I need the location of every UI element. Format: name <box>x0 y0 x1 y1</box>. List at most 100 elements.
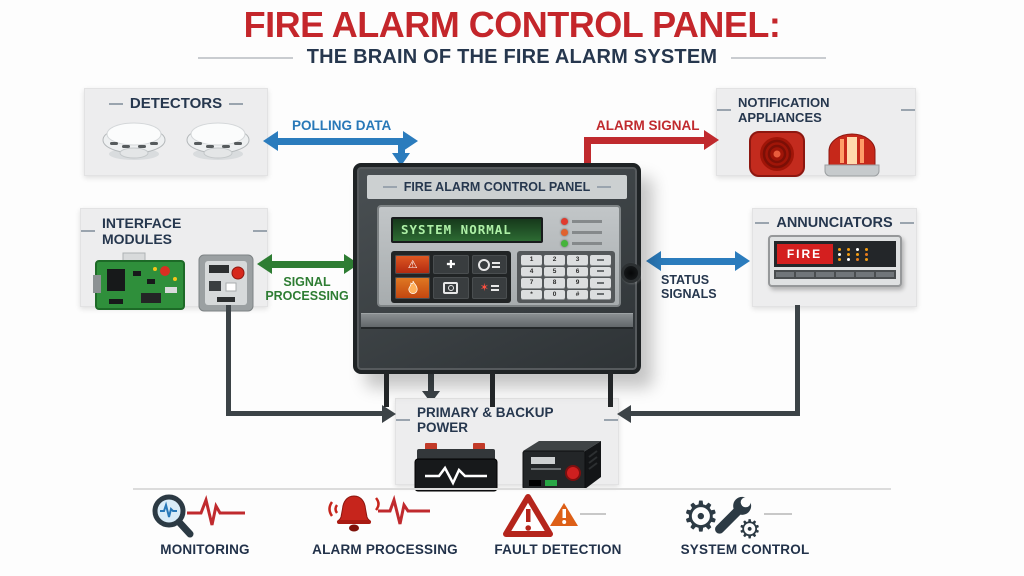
battery-icon <box>414 443 498 492</box>
key-fn1 <box>590 255 611 265</box>
page-subtitle-text: THE BRAIN OF THE FIRE ALARM SYSTEM <box>306 46 718 68</box>
panel-leg <box>490 371 495 407</box>
alarm-arrow-riser <box>584 140 591 164</box>
key-star: * <box>521 289 542 299</box>
footer-system-control: ⚙ ⚙ SYSTEM CONTROL <box>660 492 830 557</box>
subtitle-rule-right <box>731 56 827 59</box>
polling-data-label: POLLING DATA <box>292 118 392 133</box>
key-5: 5 <box>544 266 565 276</box>
led-red <box>561 218 568 225</box>
led-label-bar <box>572 242 602 245</box>
connector-panel-down <box>428 374 434 392</box>
medical-button: ✚ <box>433 255 469 274</box>
magnifier-pulse-icon <box>152 494 245 538</box>
star-icon: ✶ <box>479 281 489 294</box>
interface-modules-icons <box>81 251 267 313</box>
key-8: 8 <box>544 278 565 288</box>
notification-appliances-title: NOTIFICATION APPLIANCES <box>717 95 915 125</box>
polling-arrow-shaft <box>278 138 404 145</box>
footer-monitoring-label: MONITORING <box>160 542 250 557</box>
key-fn2 <box>590 266 611 276</box>
power-icons <box>396 437 618 493</box>
annunciators-box: ANNUNCIATORS FIRE <box>752 208 917 307</box>
subtitle-rule-left <box>197 56 293 59</box>
smoke-detector-icon <box>186 122 250 160</box>
horn-icon <box>749 131 805 177</box>
power-supply-icon <box>522 441 601 490</box>
key-6: 6 <box>567 266 588 276</box>
alarm-signal-label: ALARM SIGNAL <box>596 118 700 133</box>
numeric-keypad: 1 2 3 4 5 6 7 8 9 * 0 # <box>517 251 615 303</box>
page-subtitle: THE BRAIN OF THE FIRE ALARM SYSTEM <box>0 46 1024 69</box>
key-9: 9 <box>567 278 588 288</box>
signal-processing-line1: SIGNAL <box>283 275 331 289</box>
footer-monitoring: MONITORING <box>120 492 290 557</box>
key-fn4 <box>590 289 611 299</box>
strobe-light-icon <box>824 133 880 177</box>
fire-button <box>395 277 431 299</box>
camera-button <box>433 277 469 299</box>
bulb-icon <box>478 258 491 271</box>
status-arrow-shaft <box>661 258 735 265</box>
annunciator-buttons <box>773 270 896 279</box>
notification-appliances-icons <box>717 129 915 179</box>
arrowhead-into-power-right <box>617 405 631 423</box>
key-0: 0 <box>544 289 565 299</box>
fire-display: FIRE <box>776 244 833 264</box>
status-arrowhead-left <box>646 251 661 271</box>
svg-text:⚙: ⚙ <box>682 492 720 540</box>
led-label-bar <box>572 220 602 223</box>
connector-left-horizontal <box>226 411 386 416</box>
annunciators-title: ANNUNCIATORS <box>753 215 916 231</box>
bell-pulse-icon <box>328 494 430 532</box>
key-2: 2 <box>544 255 565 265</box>
polling-arrowhead-left <box>263 131 278 151</box>
status-leds <box>561 218 602 251</box>
interface-modules-title: INTERFACE MODULES <box>81 215 267 247</box>
flame-icon <box>408 280 418 294</box>
polling-arrow-drop <box>398 142 405 154</box>
lcd-display: SYSTEM NORMAL <box>391 217 543 243</box>
strobe-button: ✶ <box>471 277 507 299</box>
power-box: PRIMARY & BACKUP POWER <box>395 398 619 492</box>
signal-arrow-shaft <box>272 261 344 268</box>
gears-wrench-icon: ⚙ ⚙ <box>682 492 792 540</box>
connector-right-vertical <box>795 305 800 415</box>
smoke-detector-icon <box>102 122 166 160</box>
detectors-title: DETECTORS <box>85 95 267 112</box>
footer-fault-detection: FAULT DETECTION <box>473 492 643 557</box>
alarm-arrow-shaft <box>584 137 705 144</box>
status-arrowhead-right <box>735 251 750 271</box>
lamp-test-button <box>471 255 507 274</box>
panel-header: FIRE ALARM CONTROL PANEL <box>367 175 627 199</box>
connector-right-horizontal <box>630 411 800 416</box>
panel-header-title: FIRE ALARM CONTROL PANEL <box>383 180 612 194</box>
annunciator-device: FIRE <box>753 235 916 287</box>
camera-icon <box>443 282 459 294</box>
footer-separator <box>133 488 891 490</box>
status-signals-line2: SIGNALS <box>661 287 717 301</box>
signal-arrowhead-left <box>257 254 272 274</box>
power-title: PRIMARY & BACKUP POWER <box>396 405 618 435</box>
key-7: 7 <box>521 278 542 288</box>
footer-alarm-processing: ALARM PROCESSING <box>300 492 470 557</box>
warning-button: ⚠ <box>395 255 431 274</box>
key-4: 4 <box>521 266 542 276</box>
interface-modules-box: INTERFACE MODULES <box>80 208 268 312</box>
arrowhead-into-power-left <box>382 405 396 423</box>
circuit-board-icon <box>93 252 185 310</box>
status-signals-label: STATUS SIGNALS <box>661 273 761 301</box>
function-buttons: ⚠ ✚ ✶ <box>391 251 511 303</box>
led-amber <box>561 229 568 236</box>
key-1: 1 <box>521 255 542 265</box>
keyhole-icon <box>621 263 641 283</box>
footer-fault-detection-label: FAULT DETECTION <box>494 542 622 557</box>
svg-text:⚙: ⚙ <box>738 515 761 540</box>
annunciator-panel-icon: FIRE <box>767 235 902 287</box>
panel-leg <box>608 371 613 407</box>
alarm-arrowhead-right <box>704 130 719 150</box>
led-green <box>561 240 568 247</box>
status-signals-line1: STATUS <box>661 273 710 287</box>
footer-alarm-processing-label: ALARM PROCESSING <box>312 542 458 557</box>
